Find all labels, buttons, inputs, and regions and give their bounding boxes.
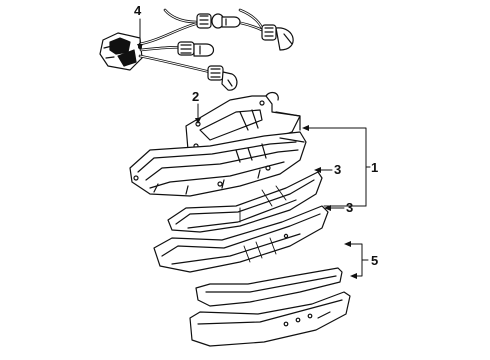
leader-lines xyxy=(303,127,371,277)
trim-panel-lower xyxy=(189,291,351,347)
lens-lower xyxy=(153,205,329,273)
arrow-heads xyxy=(137,44,357,279)
callout-3-upper: 3 xyxy=(334,162,342,177)
callout-1: 1 xyxy=(371,160,379,175)
callout-5: 5 xyxy=(371,253,379,268)
callout-3-lower: 3 xyxy=(346,200,354,215)
lens-upper xyxy=(167,171,323,233)
callout-2: 2 xyxy=(192,89,200,104)
callout-4: 4 xyxy=(134,3,142,18)
trim-strip-upper xyxy=(195,267,343,307)
lamp-body xyxy=(129,131,307,197)
wiring-harness xyxy=(99,8,294,91)
